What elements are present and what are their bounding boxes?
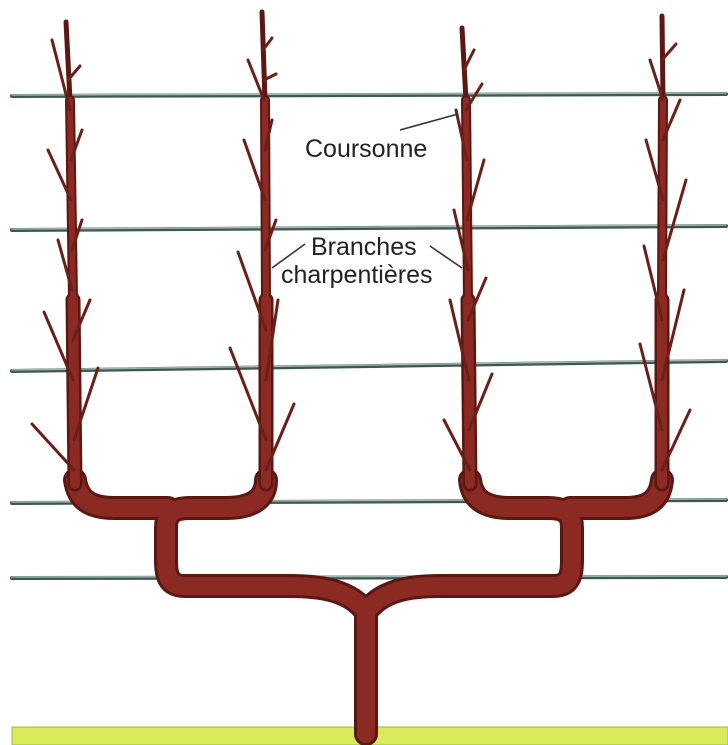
label-branches: Branches bbox=[311, 234, 417, 260]
wire-3 bbox=[12, 361, 726, 371]
label-charpentieres: charpentières bbox=[281, 262, 432, 288]
leader-coursonne bbox=[400, 114, 458, 130]
tree-structure bbox=[66, 12, 663, 734]
label-coursonne: Coursonne bbox=[305, 136, 427, 162]
leader-branches-right bbox=[430, 246, 462, 268]
